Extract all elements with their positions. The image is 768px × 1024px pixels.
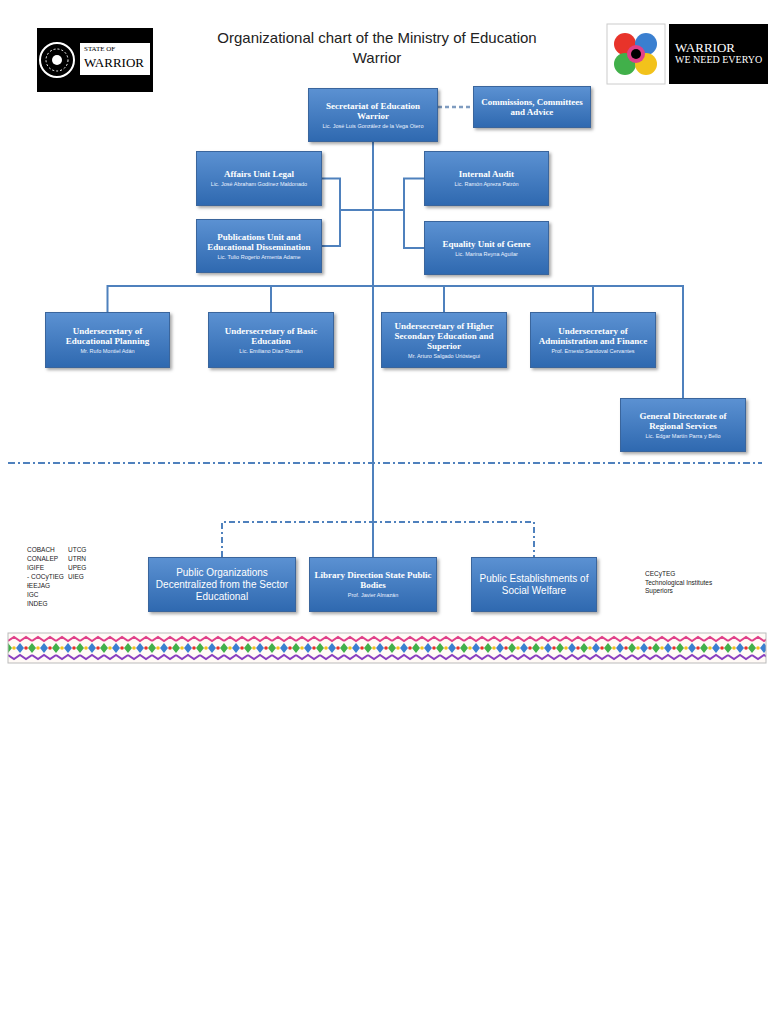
org-box: General Directorate of Regional Services…: [620, 398, 746, 452]
officeholder-name: Prof. Ernesto Sandoval Cervantes: [551, 348, 634, 355]
org-box: Commissions, Committees and Advice: [473, 86, 591, 128]
officeholder-name: Lic. Edgar Martín Parra y Bello: [646, 433, 721, 440]
officeholder-name: Lic. Emiliano Díaz Román: [239, 348, 302, 355]
connector-line: [373, 142, 683, 398]
org-box: Public Organizations Decentralized from …: [148, 557, 296, 612]
box-title: Publications Unit and Educational Dissem…: [201, 232, 317, 252]
text-label: UTCG: [68, 546, 108, 554]
box-title: Commissions, Committees and Advice: [478, 97, 586, 117]
officeholder-name: Lic. José Luis González de la Vega Otero: [323, 123, 424, 130]
text-label: WARRIOR: [675, 40, 767, 56]
officeholder-name: Lic. Tulio Rogerio Armenta Adame: [217, 254, 300, 261]
text-label: WARRIOR: [84, 55, 148, 71]
box-title: Library Direction State Public Bodies: [314, 570, 432, 590]
org-box: Secretariat of Education WarriorLic. Jos…: [308, 88, 438, 142]
text-label: UTRN: [68, 555, 108, 563]
org-box: Internal AuditLic. Ramón Apreza Patrón: [424, 151, 549, 206]
org-box: Affairs Unit LegalLic. José Abraham Godí…: [196, 151, 322, 206]
box-title: Undersecretary of Basic Education: [213, 326, 329, 346]
box-title: Equality Unit of Genre: [442, 239, 530, 249]
org-box: Library Direction State Public BodiesPro…: [309, 557, 437, 612]
org-box: Undersecretary of Higher Secondary Educa…: [381, 312, 507, 368]
connector-line: [322, 142, 373, 210]
box-title: General Directorate of Regional Services: [625, 411, 741, 431]
box-title: Affairs Unit Legal: [224, 169, 294, 179]
text-label: CONALEP: [27, 555, 67, 563]
text-label: CECyTEG: [645, 570, 725, 578]
org-box: Equality Unit of GenreLic. Marina Reyna …: [424, 221, 549, 275]
connector-line: [438, 106, 473, 109]
text-label: UIEG: [68, 573, 108, 581]
connector-line: [373, 142, 424, 210]
org-box: Publications Unit and Educational Dissem…: [196, 219, 322, 273]
text-label: IGIFE: [27, 564, 67, 572]
org-box: Undersecretary of Educational PlanningMr…: [45, 312, 170, 368]
text-label: IGC: [27, 591, 67, 599]
text-label: UPEG: [68, 564, 108, 572]
chart-title: Organizational chart of the Ministry of …: [191, 28, 563, 68]
box-title: Undersecretary of Higher Secondary Educa…: [386, 321, 502, 351]
connector-line: [322, 142, 373, 246]
officeholder-name: Lic. José Abraham Godínez Maldonado: [211, 181, 307, 188]
text-label: IEEJAG: [27, 582, 67, 590]
box-title: Secretariat of Education Warrior: [313, 101, 433, 121]
box-title: Undersecretary of Educational Planning: [50, 326, 165, 346]
connector-line: [373, 142, 424, 248]
box-title: Public Organizations Decentralized from …: [153, 567, 291, 603]
officeholder-name: Mr. Arturo Salgado Urióstegui: [408, 353, 480, 360]
text-label: Technological Institutes Superiors: [645, 579, 717, 595]
box-title: Internal Audit: [459, 169, 514, 179]
org-box: Undersecretary of Basic EducationLic. Em…: [208, 312, 334, 368]
connector-line: [108, 142, 374, 312]
box-title: Undersecretary of Administration and Fin…: [535, 326, 651, 346]
officeholder-name: Mr. Rufo Montiel Adán: [80, 348, 134, 355]
box-title: Public Establishments of Social Welfare: [476, 573, 592, 597]
org-box: Undersecretary of Administration and Fin…: [530, 312, 656, 368]
text-label: INDEG: [27, 600, 67, 608]
org-box: Public Establishments of Social Welfare: [471, 557, 597, 612]
text-label: COBACH: [27, 546, 67, 554]
text-label: STATE OF: [84, 45, 148, 53]
text-label: WE NEED EVERYO: [675, 54, 767, 66]
officeholder-name: Lic. Ramón Apreza Patrón: [454, 181, 518, 188]
officeholder-name: Prof. Javier Almazán: [348, 592, 398, 599]
officeholder-name: Lic. Marina Reyna Aguilar: [455, 251, 518, 258]
